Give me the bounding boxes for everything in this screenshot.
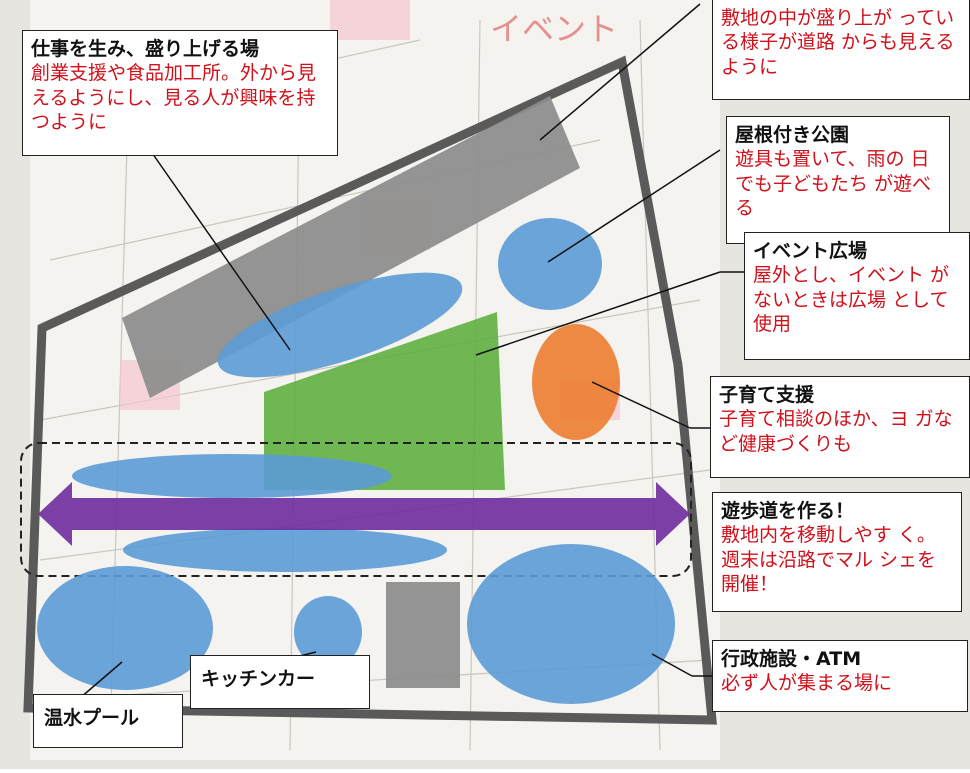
callout-childcare: 子育て支援 子育て相談のほか、ヨ ガなど健康づくりも <box>710 376 970 478</box>
callout-top-right: 敷地の中が盛り上が っている様子が道路 からも見えるように <box>712 0 970 100</box>
callout-admin-desc: 必ず人が集まる場に <box>721 672 893 695</box>
callout-work: 仕事を生み、盛り上げる場 創業支援や食品加工所。外から見えるようにし、見る人が興… <box>22 30 338 156</box>
callout-childcare-desc: 子育て相談のほか、ヨ ガなど健康づくりも <box>719 408 953 455</box>
callout-roof-park-title: 屋根付き公園 <box>735 124 850 146</box>
callout-work-title: 仕事を生み、盛り上げる場 <box>31 38 260 60</box>
callout-childcare-title: 子育て支援 <box>719 384 815 406</box>
promenade-ellipse-lower <box>123 528 447 572</box>
callout-promenade-title: 遊歩道を作る！ <box>721 500 855 522</box>
callout-promenade-desc: 敷地内を移動しやす く。週末は沿路でマル シェを開催！ <box>721 524 937 595</box>
handwritten-event-mark: イベント <box>490 10 618 48</box>
roof-park-zone <box>498 218 602 310</box>
label-kitchen-car: キッチンカー <box>190 655 370 709</box>
pool-zone <box>37 566 213 690</box>
callout-event-plaza: イベント広場 屋外とし、イベント がないときは広場 として使用 <box>744 232 970 360</box>
callout-admin: 行政施設・ATM 必ず人が集まる場に <box>712 640 968 712</box>
promenade-dashed-box <box>20 442 692 577</box>
callout-event-plaza-title: イベント広場 <box>753 240 868 262</box>
admin-zone <box>467 544 675 704</box>
site-boundary <box>23 55 717 725</box>
event-plaza-zone <box>264 312 505 490</box>
callout-event-plaza-desc: 屋外とし、イベント がないときは広場 として使用 <box>753 264 950 335</box>
gray-small-building <box>386 582 460 688</box>
callout-admin-title: 行政施設・ATM <box>721 648 862 670</box>
callout-top-right-desc: 敷地の中が盛り上が っている様子が道路 からも見えるように <box>721 7 955 78</box>
promenade-ellipse-upper <box>72 454 392 498</box>
callout-promenade: 遊歩道を作る！ 敷地内を移動しやす く。週末は沿路でマル シェを開催！ <box>712 492 962 612</box>
kitchen-car-zone <box>294 596 362 668</box>
childcare-zone <box>532 324 620 440</box>
label-pool: 温水プール <box>33 694 183 748</box>
callout-roof-park: 屋根付き公園 遊具も置いて、雨の 日でも子どもたち が遊べる <box>726 116 950 244</box>
gray-building-strip <box>122 96 580 398</box>
callout-roof-park-desc: 遊具も置いて、雨の 日でも子どもたち が遊べる <box>735 148 932 219</box>
promenade-arrow <box>38 482 690 546</box>
callout-work-desc: 創業支援や食品加工所。外から見えるようにし、見る人が興味を持つように <box>31 62 317 133</box>
work-zone-ellipse <box>217 272 463 378</box>
